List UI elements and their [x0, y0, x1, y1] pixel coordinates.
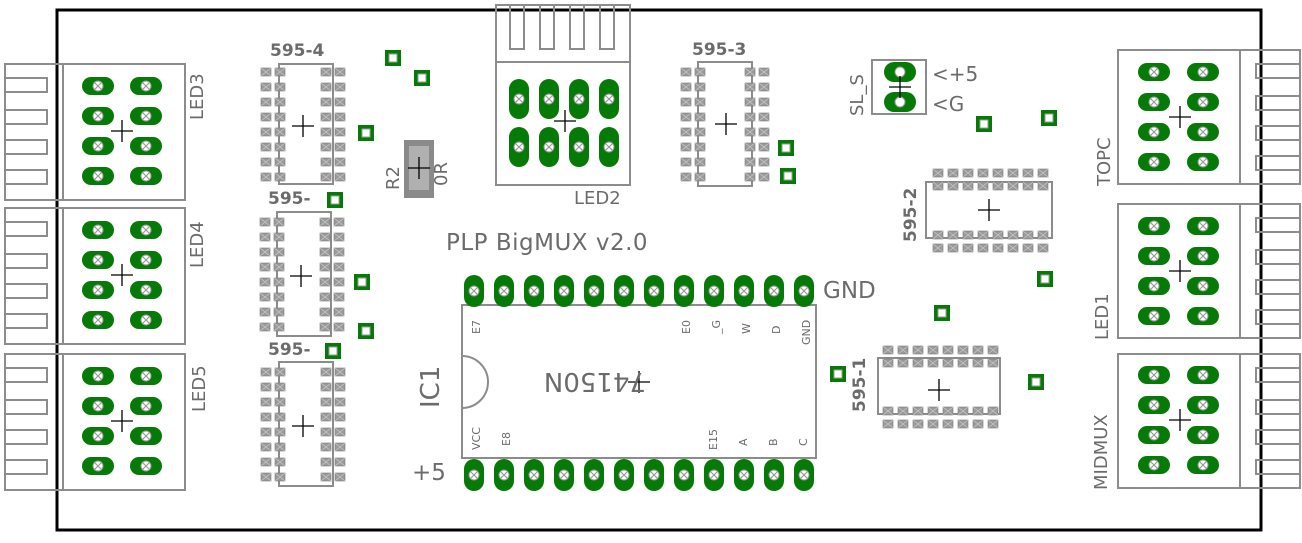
pin-label-gnd: GND: [800, 319, 813, 345]
pin-label-e7: E7: [470, 320, 483, 334]
label-led5: LED5: [189, 365, 210, 412]
label-topc: TOPC: [1094, 137, 1115, 186]
label-595-6: 595-: [268, 340, 311, 360]
connector-led1: [1117, 203, 1301, 339]
ic-reference: IC1: [416, 365, 446, 408]
chip-595-6: [260, 361, 346, 487]
pin-label-e8: E8: [500, 432, 513, 446]
connector-led3: [4, 63, 186, 201]
label-ground-jumper: <G: [932, 92, 965, 116]
pin-label-vcc: VCC: [470, 427, 483, 450]
connector-midmux: [1117, 353, 1301, 489]
chip-595-4: [260, 63, 346, 185]
label-0r: 0R: [431, 162, 452, 186]
pin-label-d: D: [770, 325, 783, 334]
label-plus5-jumper: <+5: [932, 62, 979, 86]
pin-label-e0: E0: [680, 320, 693, 334]
pin-label-c: C: [797, 438, 810, 446]
ic-74150n: [461, 274, 817, 492]
chip-595-3: [680, 61, 770, 187]
pin-label-g: _G: [710, 319, 723, 334]
chip-595-1: [877, 345, 1001, 429]
label-plus5: +5: [412, 460, 446, 486]
board-title: PLP BigMUX v2.0: [446, 230, 649, 256]
label-595-1: 595-1: [850, 357, 870, 412]
pin-label-b: B: [767, 438, 780, 446]
board-outline: [55, 8, 1263, 532]
label-595-5: 595-: [268, 189, 311, 209]
label-595-2: 595-2: [901, 187, 921, 242]
jumper-sl-s: [871, 59, 927, 115]
label-595-4: 595-4: [270, 41, 325, 61]
connector-led4: [4, 207, 186, 345]
label-595-3: 595-3: [692, 40, 747, 60]
label-gnd: GND: [823, 278, 876, 304]
pin-label-e15: E15: [707, 429, 720, 450]
chip-595-2: [925, 168, 1053, 253]
label-r2: R2: [383, 166, 404, 190]
label-midmux: MIDMUX: [1091, 414, 1112, 490]
resistor-r2: [404, 140, 434, 198]
label-led1: LED1: [1092, 293, 1113, 340]
label-led4: LED4: [187, 221, 208, 268]
pin-label-a: A: [737, 438, 750, 446]
label-led3: LED3: [187, 73, 208, 120]
connector-led5: [4, 353, 186, 491]
label-led2: LED2: [574, 188, 621, 209]
chip-595-5: [259, 211, 345, 337]
ic-part-number: 74150N: [543, 366, 646, 396]
connector-topc: [1117, 49, 1301, 185]
label-sl-s: SL_S: [847, 74, 868, 116]
connector-led2: [495, 4, 631, 186]
pin-label-w: W: [740, 323, 753, 334]
